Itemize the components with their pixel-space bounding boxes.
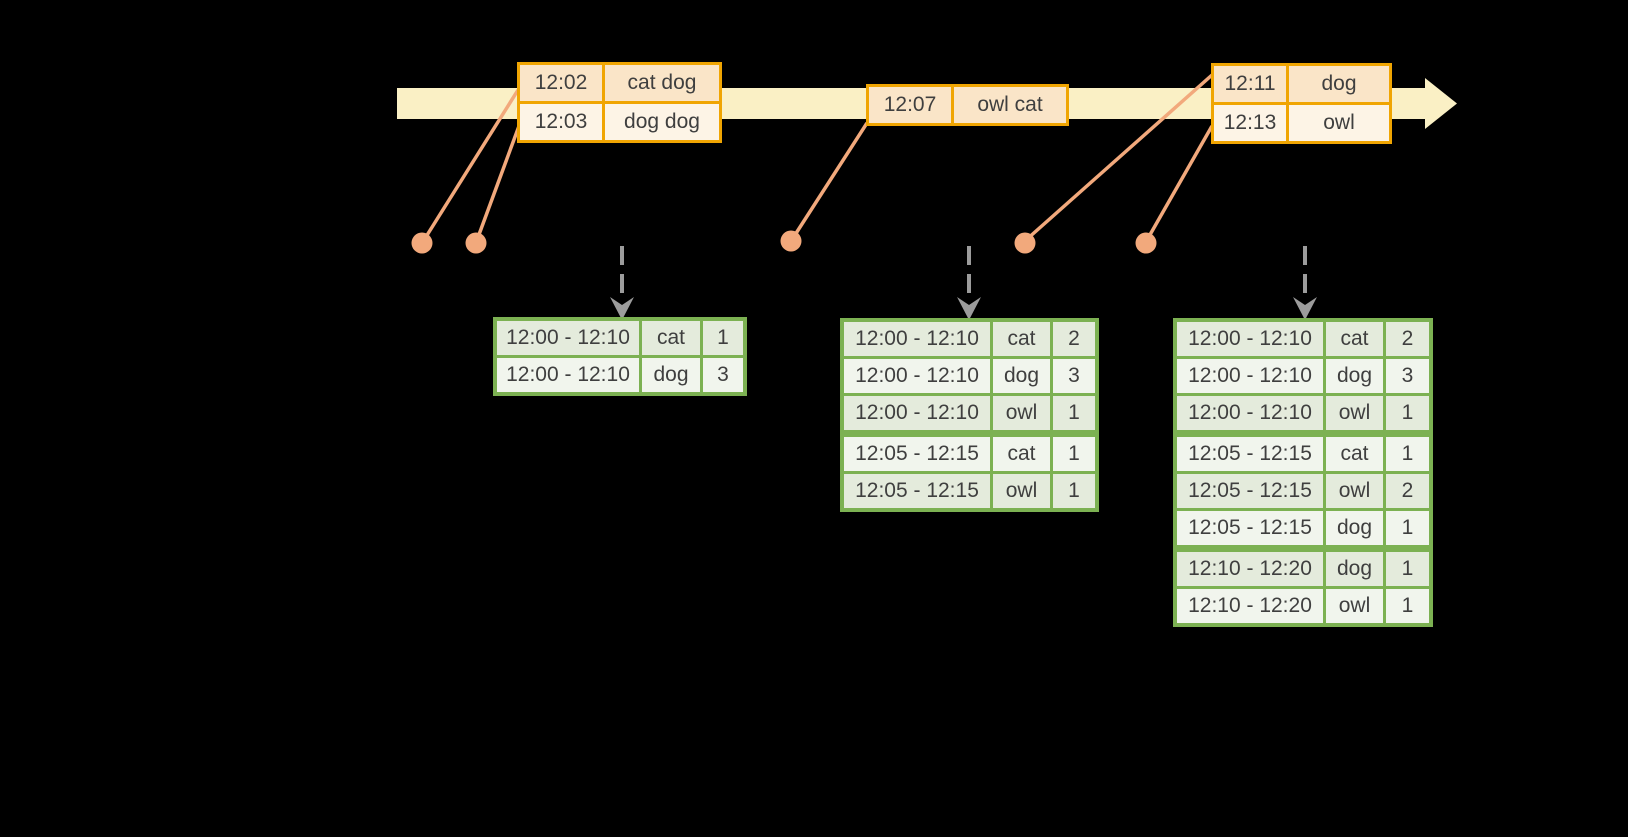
leader-line: [422, 89, 520, 241]
window-cell: 12:00 - 12:10: [1177, 359, 1323, 393]
word-cell: dog: [1326, 511, 1383, 545]
trigger-arrowhead-icon: [610, 297, 634, 320]
event-words-cell: owl cat: [954, 87, 1066, 123]
word-cell: cat: [642, 321, 700, 355]
event-dot: [1014, 232, 1036, 254]
result-row: 12:10 - 12:20 owl 1: [1177, 589, 1429, 623]
event-words-cell: owl: [1289, 105, 1389, 141]
result-row: 12:05 - 12:15 owl 1: [844, 474, 1095, 508]
word-cell: owl: [1326, 396, 1383, 430]
count-cell: 1: [1053, 437, 1095, 471]
window-cell: 12:00 - 12:10: [497, 321, 639, 355]
word-cell: dog: [642, 358, 700, 392]
result-table-1: 12:00 - 12:10 cat 1 12:00 - 12:10 dog 3: [493, 317, 747, 396]
word-cell: cat: [1326, 322, 1383, 356]
event-time-cell: 12:03: [520, 104, 602, 140]
leader-line: [1145, 125, 1214, 241]
event-time-cell: 12:11: [1214, 66, 1286, 102]
window-cell: 12:00 - 12:10: [844, 322, 990, 356]
window-cell: 12:05 - 12:15: [1177, 437, 1323, 471]
count-cell: 3: [1053, 359, 1095, 393]
window-cell: 12:10 - 12:20: [1177, 552, 1323, 586]
word-cell: cat: [1326, 437, 1383, 471]
word-cell: cat: [993, 322, 1050, 356]
event-time-cell: 12:07: [869, 87, 951, 123]
event-words-cell: cat dog: [605, 65, 719, 101]
event-record-row: 12:11 dog: [1214, 66, 1389, 102]
count-cell: 1: [1386, 552, 1429, 586]
event-words-cell: dog dog: [605, 104, 719, 140]
window-cell: 12:00 - 12:10: [844, 359, 990, 393]
event-record-row: 12:07 owl cat: [869, 87, 1066, 123]
count-cell: 3: [703, 358, 743, 392]
count-cell: 3: [1386, 359, 1429, 393]
event-time-cell: 12:13: [1214, 105, 1286, 141]
trigger-arrowhead-icon: [957, 297, 981, 320]
result-row: 12:05 - 12:15 cat 1: [1177, 437, 1429, 471]
word-cell: owl: [1326, 474, 1383, 508]
leader-line: [475, 125, 521, 241]
count-cell: 2: [1386, 322, 1429, 356]
word-cell: dog: [1326, 552, 1383, 586]
word-cell: cat: [993, 437, 1050, 471]
word-cell: owl: [1326, 589, 1383, 623]
window-cell: 12:00 - 12:10: [1177, 396, 1323, 430]
result-row: 12:00 - 12:10 dog 3: [1177, 359, 1429, 393]
input-batch-table-2: 12:07 owl cat: [866, 84, 1069, 126]
leader-line: [791, 122, 869, 239]
event-words-cell: dog: [1289, 66, 1389, 102]
window-cell: 12:05 - 12:15: [1177, 474, 1323, 508]
result-row: 12:05 - 12:15 owl 2: [1177, 474, 1429, 508]
word-cell: dog: [1326, 359, 1383, 393]
word-cell: owl: [993, 474, 1050, 508]
window-cell: 12:05 - 12:15: [844, 437, 990, 471]
result-row: 12:00 - 12:10 owl 1: [1177, 396, 1429, 430]
count-cell: 1: [1386, 437, 1429, 471]
word-cell: dog: [993, 359, 1050, 393]
result-row: 12:00 - 12:10 dog 3: [497, 358, 743, 392]
window-cell: 12:05 - 12:15: [844, 474, 990, 508]
count-cell: 1: [1053, 474, 1095, 508]
result-row: 12:05 - 12:15 cat 1: [844, 437, 1095, 471]
result-row: 12:05 - 12:15 dog 1: [1177, 511, 1429, 545]
event-dot: [1135, 232, 1157, 254]
window-cell: 12:00 - 12:10: [844, 396, 990, 430]
count-cell: 1: [1386, 396, 1429, 430]
event-time-cell: 12:02: [520, 65, 602, 101]
timeline-arrowhead-icon: [1425, 78, 1457, 129]
event-record-row: 12:03 dog dog: [520, 104, 719, 140]
result-row: 12:00 - 12:10 dog 3: [844, 359, 1095, 393]
result-table-3: 12:00 - 12:10 cat 2 12:00 - 12:10 dog 3 …: [1173, 318, 1433, 627]
trigger-arrowhead-icon: [1293, 297, 1317, 320]
count-cell: 1: [1386, 511, 1429, 545]
count-cell: 1: [703, 321, 743, 355]
result-row: 12:00 - 12:10 owl 1: [844, 396, 1095, 430]
result-row: 12:10 - 12:20 dog 1: [1177, 552, 1429, 586]
result-table-2: 12:00 - 12:10 cat 2 12:00 - 12:10 dog 3 …: [840, 318, 1099, 512]
event-record-row: 12:02 cat dog: [520, 65, 719, 101]
count-cell: 2: [1053, 322, 1095, 356]
input-batch-table-1: 12:02 cat dog 12:03 dog dog: [517, 62, 722, 143]
count-cell: 2: [1386, 474, 1429, 508]
result-row: 12:00 - 12:10 cat 2: [1177, 322, 1429, 356]
window-cell: 12:05 - 12:15: [1177, 511, 1323, 545]
word-cell: owl: [993, 396, 1050, 430]
result-row: 12:00 - 12:10 cat 1: [497, 321, 743, 355]
window-cell: 12:10 - 12:20: [1177, 589, 1323, 623]
input-batch-table-3: 12:11 dog 12:13 owl: [1211, 63, 1392, 144]
result-row: 12:00 - 12:10 cat 2: [844, 322, 1095, 356]
window-cell: 12:00 - 12:10: [1177, 322, 1323, 356]
event-dot: [780, 230, 802, 252]
leader-line: [1024, 73, 1214, 242]
event-record-row: 12:13 owl: [1214, 105, 1389, 141]
event-dot: [411, 232, 433, 254]
count-cell: 1: [1053, 396, 1095, 430]
count-cell: 1: [1386, 589, 1429, 623]
window-cell: 12:00 - 12:10: [497, 358, 639, 392]
event-dot: [465, 232, 487, 254]
